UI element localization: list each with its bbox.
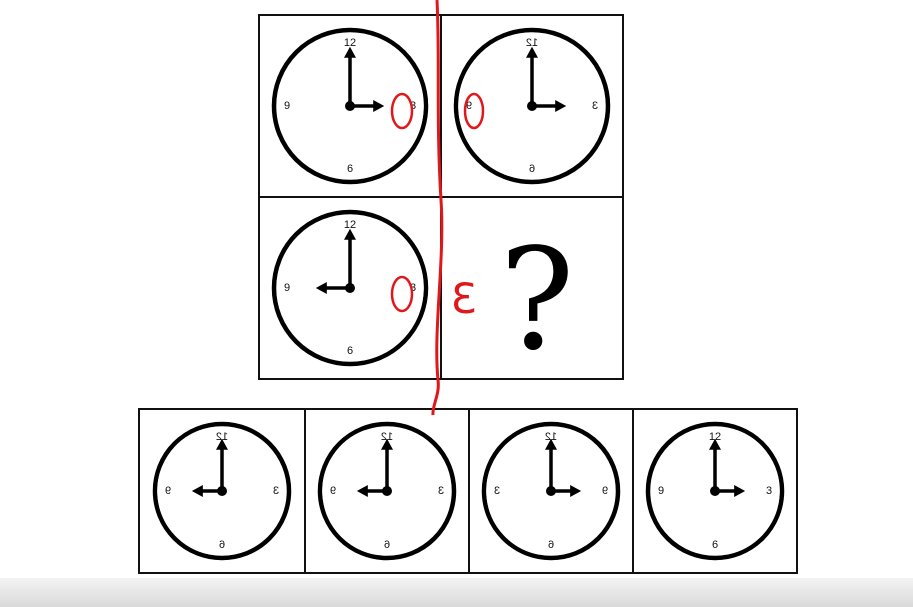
bottom-strip [0,578,913,607]
clock-top-right: 12 9 3 6 [453,27,611,185]
minute-hand [344,46,356,106]
question-mark: ? [499,219,574,378]
clock-center-dot [382,486,392,496]
clock-number-right: 3 [766,485,772,497]
clock-number-bottom: 6 [347,163,353,175]
clock-highlight-arc [157,430,212,555]
minute-hand [381,438,393,491]
puzzle-cell-question: ? [440,196,624,380]
clock-highlight-arc [458,36,520,179]
clock-number-top: 12 [344,219,356,231]
clock-number-bottom: 6 [219,539,225,551]
clock-number-left: 9 [658,485,664,497]
clock-number-right: 9 [330,485,336,497]
clock-number-right: 3 [410,282,416,294]
clock-number-top: 12 [381,431,393,443]
minute-hand [709,438,721,491]
clock-number-left: 3 [592,100,598,112]
clock-number-top: 12 [709,431,721,443]
clock-option-3: 12 3 9 6 [481,421,621,561]
clock-center-dot [345,283,355,293]
clock-center-dot [710,486,720,496]
clock-bottom-left: 12 3 9 6 [271,209,429,367]
clock-center-dot [527,101,537,111]
clock-number-left: 9 [284,100,290,112]
clock-number-right: 9 [466,100,472,112]
clock-highlight-arc [362,36,424,179]
clock-highlight-arc [486,430,541,555]
clock-center-dot [345,101,355,111]
puzzle-cell-bottom-left: 12 3 9 6 [258,196,442,380]
answer-option-3[interactable]: 12 3 9 6 [468,408,634,574]
clock-number-bottom: 6 [712,539,718,551]
clock-number-bottom: 6 [548,539,554,551]
answer-option-2[interactable]: 12 9 3 6 [304,408,470,574]
clock-number-right: 3 [494,485,500,497]
question-mark-area: ? [499,219,574,378]
minute-hand [545,438,557,491]
clock-option-4: 12 3 9 6 [645,421,785,561]
puzzle-cell-top-left: 12 3 9 6 [258,14,442,198]
clock-number-bottom: 6 [384,539,390,551]
minute-hand [216,438,228,491]
clock-number-top: 12 [545,431,557,443]
clock-number-right: 3 [410,100,416,112]
clock-option-1: 12 9 3 6 [152,421,292,561]
clock-highlight-arc [322,430,377,555]
answer-option-1[interactable]: 12 9 3 6 [138,408,306,574]
clock-highlight-arc [725,430,780,555]
clock-number-top: 12 [344,37,356,49]
clock-highlight-arc [362,218,424,361]
clock-number-bottom: 6 [347,345,353,357]
clock-number-right: 9 [165,485,171,497]
answer-option-4[interactable]: 12 3 9 6 [632,408,798,574]
clock-number-left: 3 [273,485,279,497]
clock-option-2: 12 9 3 6 [317,421,457,561]
clock-number-top: 12 [216,431,228,443]
clock-number-bottom: 6 [529,163,535,175]
clock-top-left: 12 3 9 6 [271,27,429,185]
clock-number-top: 12 [526,37,538,49]
clock-center-dot [217,486,227,496]
minute-hand [526,46,538,106]
clock-center-dot [546,486,556,496]
clock-number-left: 9 [284,282,290,294]
clock-number-left: 3 [438,485,444,497]
puzzle-cell-top-right: 12 9 3 6 [440,14,624,198]
minute-hand [344,228,356,288]
clock-number-left: 9 [602,485,608,497]
